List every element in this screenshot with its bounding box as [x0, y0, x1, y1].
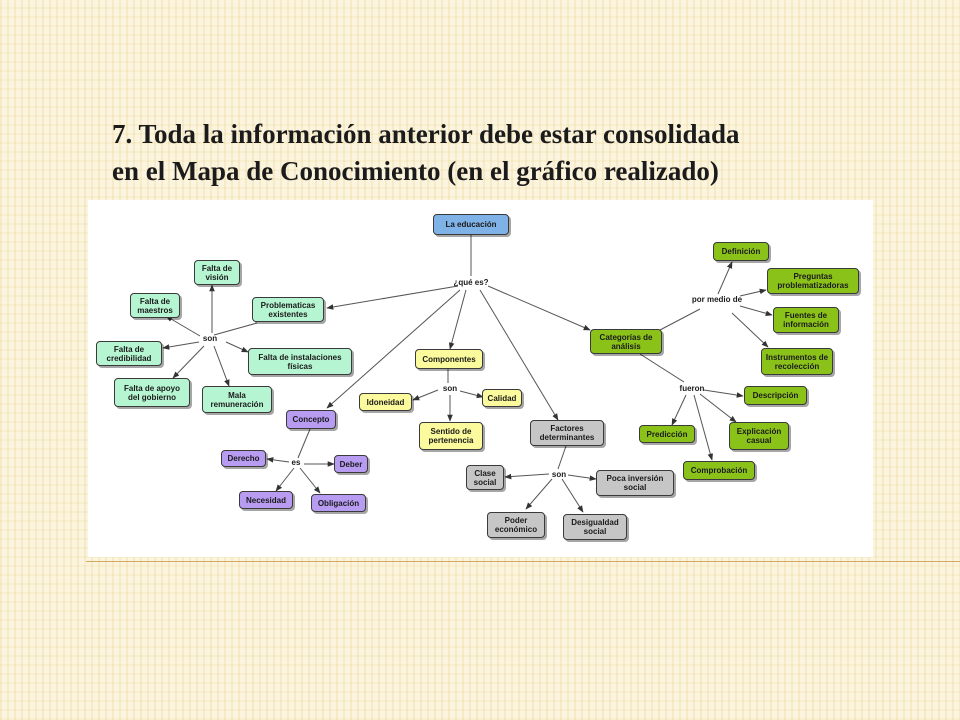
node-desigualdad-social: Desigualdad social	[563, 514, 627, 540]
node-componentes: Componentes	[415, 349, 483, 369]
connector-son-falta-instalaciones	[225, 341, 249, 353]
node-poca-inversion-social: Poca inversión social	[596, 470, 674, 496]
node-descripcion: Descripción	[744, 386, 807, 405]
link-es-concepto: es	[291, 458, 301, 467]
connector-son-idoneidad	[412, 389, 439, 401]
connector-por-medio-preguntas	[739, 288, 767, 297]
node-derecho: Derecho	[221, 450, 266, 467]
node-falta-de-vision: Falta de visión	[194, 260, 240, 285]
node-clase-social: Clase social	[466, 465, 504, 490]
connector-concepto-es	[297, 428, 311, 459]
connector-son-desigualdad	[561, 478, 584, 513]
node-la-educacion: La educación	[433, 214, 509, 235]
concept-map: La educación ¿qué es? Falta de visión Fa…	[88, 200, 873, 557]
node-definicion: Definición	[713, 242, 769, 261]
node-instrumentos-de-recoleccion: Instrumentos de recolección	[761, 348, 833, 375]
connector-por-medio-instrumentos	[731, 312, 769, 348]
connector-que-es-factores	[479, 289, 559, 421]
connector-factores-son	[557, 445, 567, 470]
node-fuentes-de-informacion: Fuentes de información	[773, 307, 839, 333]
node-sentido-de-pertenencia: Sentido de pertenencia	[419, 422, 483, 450]
connector-son-falta-credibilidad	[162, 341, 200, 350]
link-fueron: fueron	[679, 384, 705, 393]
node-obligacion: Obligación	[311, 494, 366, 512]
node-idoneidad: Idoneidad	[359, 393, 412, 411]
node-falta-de-apoyo: Falta de apoyo del gobierno	[114, 378, 190, 407]
node-preguntas-problematizadoras: Preguntas problematizadoras	[767, 268, 859, 294]
node-necesidad: Necesidad	[239, 491, 293, 509]
connector-categorias-por-medio	[659, 308, 701, 331]
link-son-componentes: son	[442, 384, 458, 393]
node-explicacion-casual: Explicación casual	[729, 422, 789, 450]
node-mala-remuneracion: Mala remuneración	[202, 386, 272, 413]
connector-categorias-fueron	[639, 353, 685, 383]
connector-son-poca-inversion	[567, 474, 597, 481]
node-concepto: Concepto	[286, 410, 336, 429]
connector-son-calidad	[459, 390, 484, 399]
link-por-medio-de: por medio de	[691, 295, 743, 304]
connector-son-falta-apoyo	[172, 345, 205, 379]
connector-por-medio-definicion	[717, 261, 733, 295]
node-deber: Deber	[334, 455, 368, 473]
connector-es-derecho	[266, 457, 290, 463]
connector-son-mala-remuneracion	[213, 345, 230, 387]
slide-title: 7. Toda la información anterior debe est…	[112, 116, 912, 190]
connector-es-necesidad	[275, 467, 295, 492]
slide-title-line-1: 7. Toda la información anterior debe est…	[112, 119, 740, 149]
concept-map-connectors	[162, 235, 773, 513]
link-que-es: ¿qué es?	[453, 278, 489, 287]
slide-title-line-2: en el Mapa de Conocimiento (en el gráfic…	[112, 156, 719, 186]
connector-es-obligacion	[299, 467, 321, 494]
node-falta-de-maestros: Falta de maestros	[130, 293, 180, 318]
connector-son-falta-maestros	[165, 315, 201, 337]
connector-fueron-explicacion	[699, 393, 737, 423]
connector-que-es-categorias	[487, 285, 591, 331]
connector-problematicas-son	[213, 322, 258, 336]
connector-fueron-comprobacion	[693, 394, 714, 461]
link-son-factores: son	[551, 470, 567, 479]
node-prediccion: Predicción	[639, 425, 695, 443]
node-factores-determinantes: Factores determinantes	[530, 420, 604, 446]
connector-que-es-componentes	[448, 289, 467, 350]
connector-por-medio-fuentes	[739, 305, 773, 316]
link-son-problematicas: son	[202, 334, 218, 343]
connector-fueron-prediccion	[671, 394, 687, 426]
node-poder-economico: Poder económico	[487, 512, 545, 538]
node-falta-de-credibilidad: Falta de credibilidad	[96, 341, 162, 366]
node-comprobacion: Comprobación	[683, 461, 755, 480]
connector-son-poder-economico	[525, 478, 553, 510]
node-categorias-de-analisis: Categorías de análisis	[590, 329, 662, 354]
connector-que-es-problematicas	[326, 285, 459, 310]
connector-son-clase-social	[504, 473, 550, 480]
node-falta-de-instalaciones: Falta de instalaciones físicas	[248, 348, 352, 375]
node-problematicas-existentes: Problematicas existentes	[252, 297, 324, 322]
node-calidad: Calidad	[482, 389, 522, 407]
connector-fueron-descripcion	[703, 389, 744, 398]
connector-que-es-concepto	[326, 289, 461, 409]
slide-divider	[86, 561, 960, 562]
